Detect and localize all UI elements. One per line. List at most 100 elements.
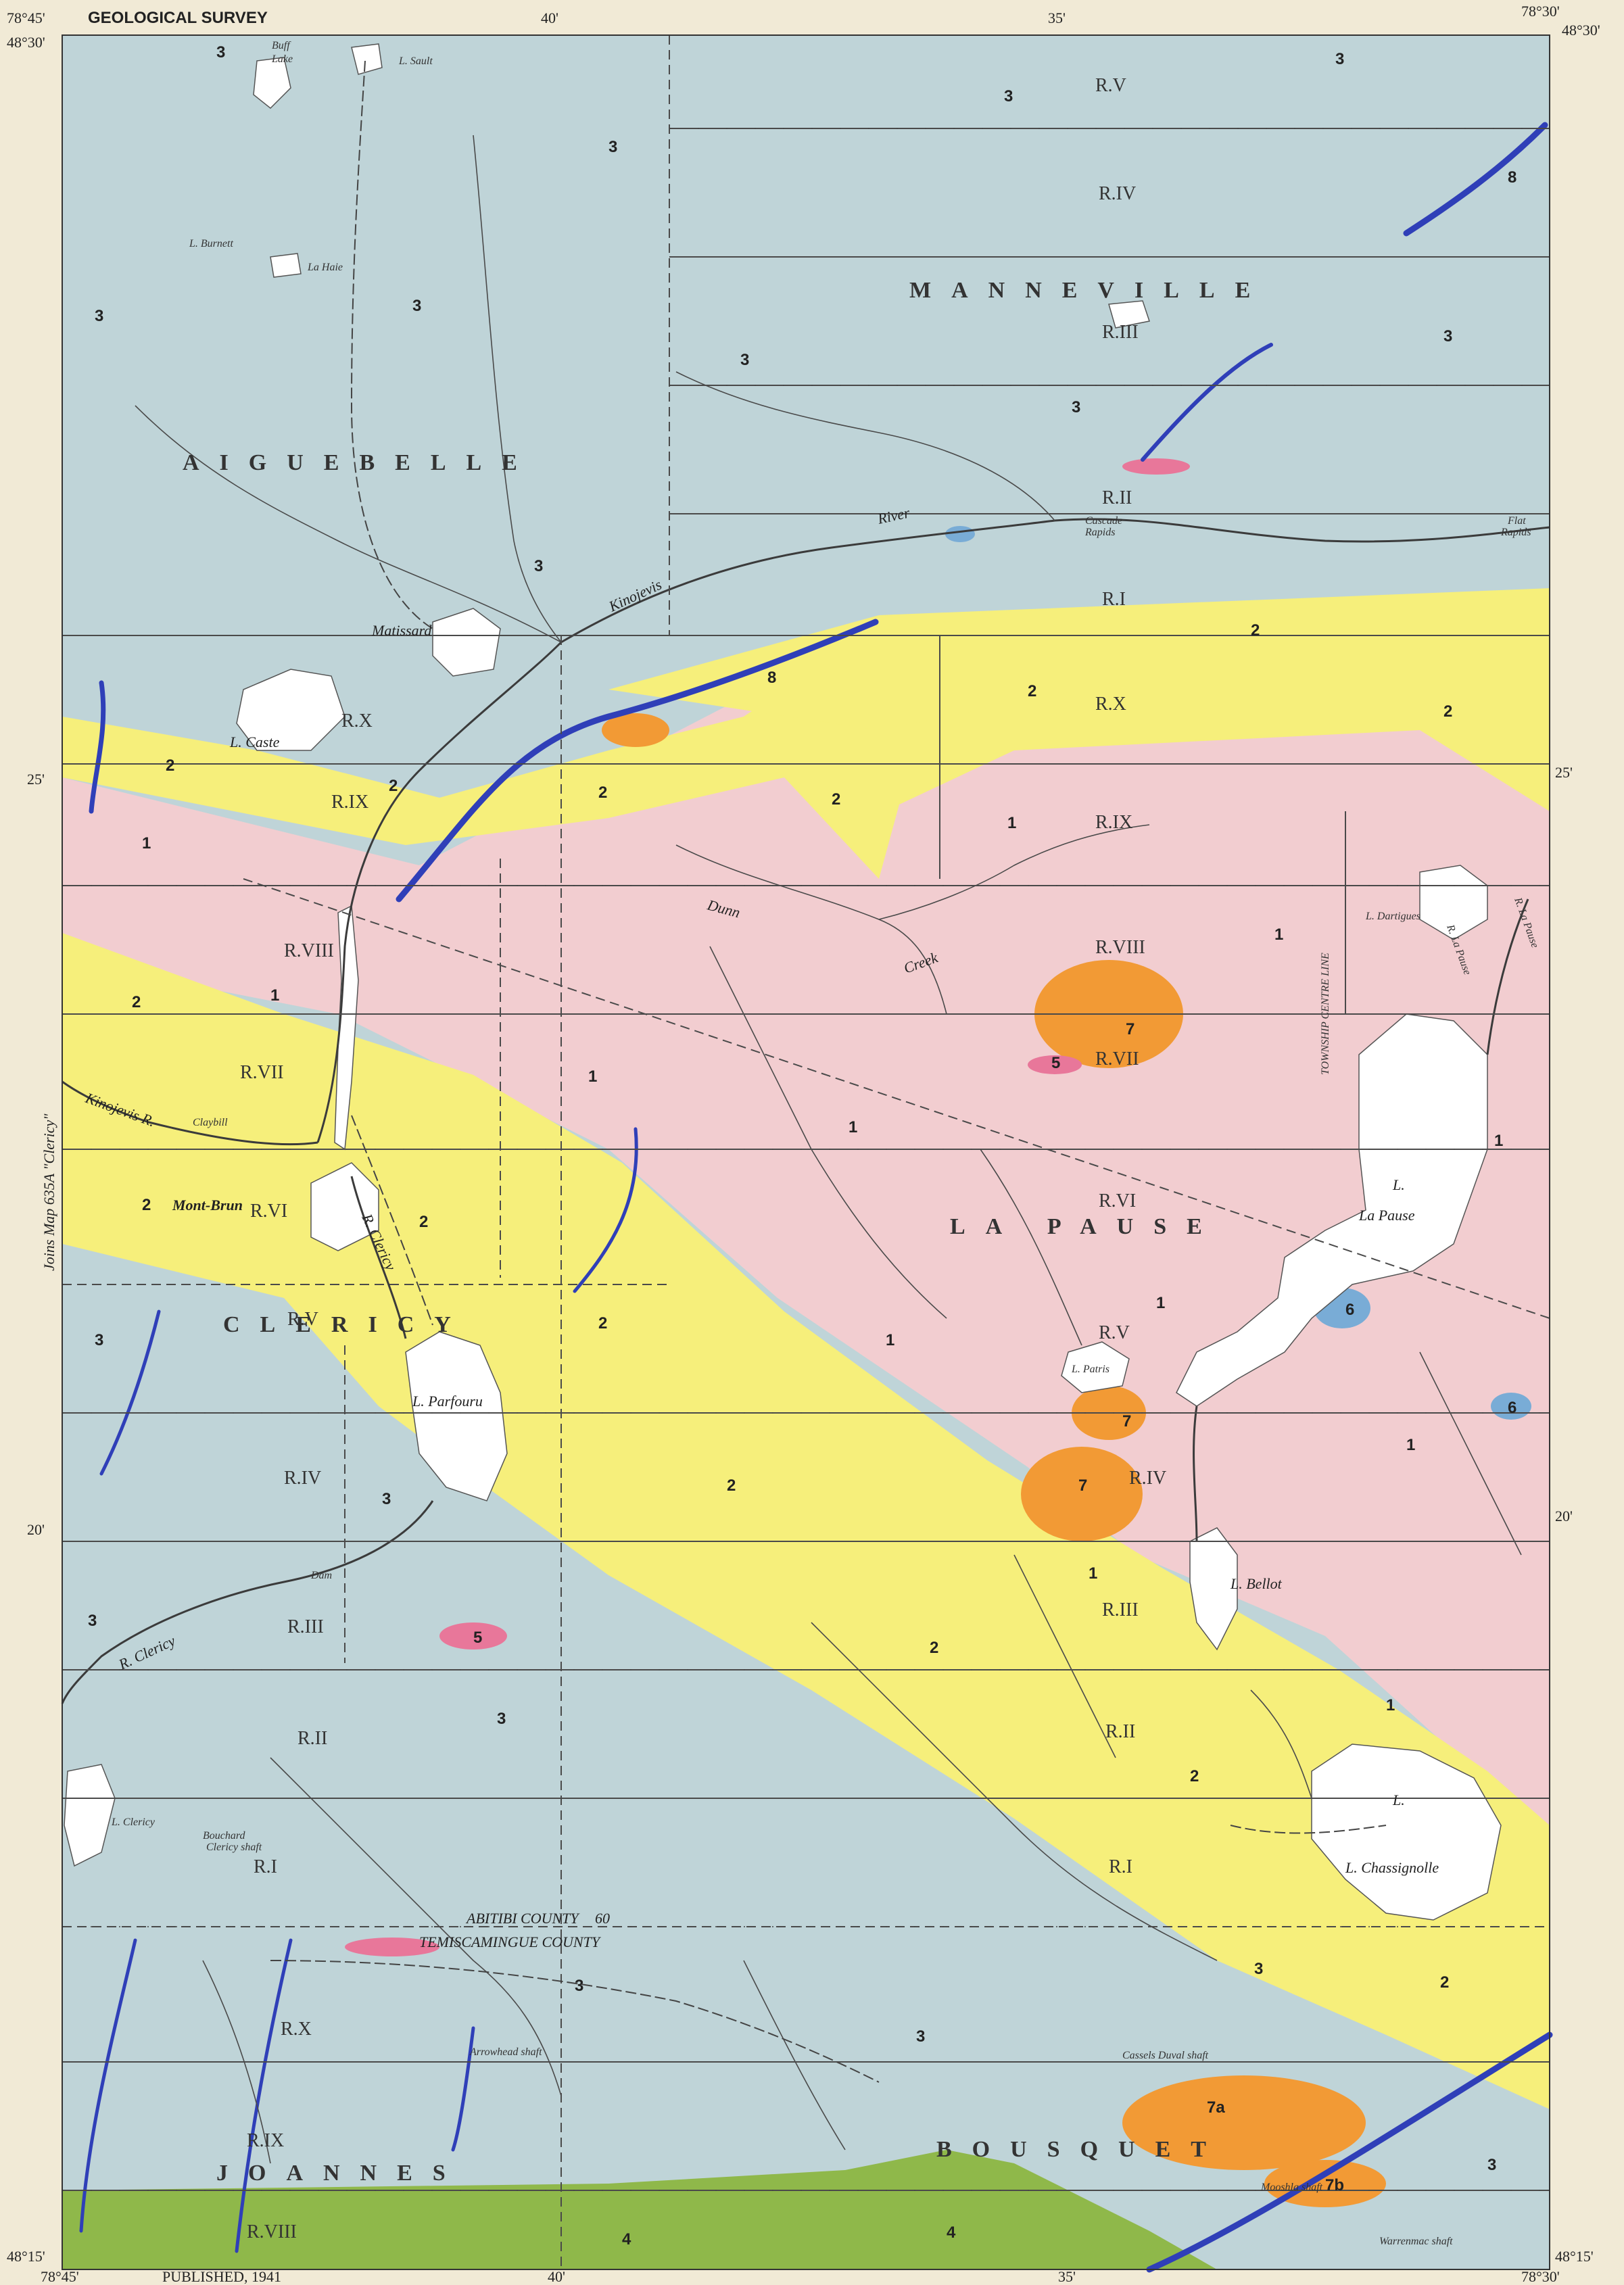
coord-top-35: 35' [1048,9,1066,26]
place-rapids: Rapids [1084,527,1115,538]
coord-left-25: 25' [27,771,45,788]
place-flat: Flat [1507,515,1526,527]
range-riii-top: R.III [1102,322,1139,343]
coord-top-left-lat: 48°30' [7,34,45,51]
unit-label: 5 [473,1629,482,1647]
coord-bottom-35: 35' [1058,2268,1076,2285]
coord-top-right-lat: 48°30' [1562,22,1600,39]
unit-label: 3 [1254,1960,1263,1978]
unit-label: 1 [1406,1436,1415,1454]
range-rx-left: R.X [341,711,373,731]
unit-5-b [439,1622,507,1650]
place-mooshla: Mooshla shaft [1260,2182,1323,2193]
lake-burnett [270,253,302,278]
place-clericy-shaft: Clericy shaft [206,1842,262,1853]
unit-label: 2 [166,756,174,775]
footer-published: PUBLISHED, 1941 [162,2268,281,2285]
lake-patris [1061,1341,1130,1393]
unit-label: 1 [1156,1294,1165,1312]
unit-8-dyke-se [1146,2031,1553,2273]
river-kinojevis-west [62,1080,318,1146]
unit-label: 1 [588,1067,597,1086]
lake-parfouru [405,1331,508,1501]
place-township-centre: TOWNSHIP CENTRE LINE [1320,953,1331,1075]
unit-4-green [62,2150,1217,2269]
township-bousquet: BOUSQUET [936,2137,1226,2162]
coord-left-20: 20' [27,1521,45,1538]
lake-label-matissard: Matissard [371,622,432,639]
unit-label: 8 [1508,168,1516,187]
county-temiscamingue: TEMISCAMINGUE COUNTY [419,1933,602,1950]
unit-7-riv [1021,1447,1143,1541]
unit-label: 2 [1443,702,1452,721]
range-ri-right: R.I [1109,1856,1132,1877]
lake-bellot [1189,1527,1238,1651]
township-manneville: MANNEVILLE [909,278,1270,303]
unit-label: 2 [727,1476,736,1495]
unit-5-a [1122,458,1190,475]
unit-label: 2 [1251,621,1260,640]
unit-label: 2 [132,993,141,1011]
river-kinojevis-south [316,641,563,1143]
coord-bottom-right-lat: 48°15' [1555,2248,1594,2265]
range-rv-right: R.V [1099,1322,1130,1343]
unit-8-dyke-clericy [99,1309,161,1476]
header-title: GEOLOGICAL SURVEY [88,9,268,27]
coord-top-40: 40' [541,9,558,26]
range-rii-right: R.II [1105,1721,1135,1742]
coord-bottom-left-lon: 78°45' [41,2268,79,2285]
range-riv-left: R.IV [284,1468,321,1489]
river-la-pause [1486,898,1529,1055]
lake-label-chassignolle: L. Chassignolle [1345,1859,1439,1876]
township-aiguebelle: AIGUEBELLE [183,450,538,475]
side-note: Joins Map 635A "Clericy" [41,1113,57,1271]
unit-7-caste [602,713,669,747]
unit-7-bousquet [1122,2075,1366,2170]
unit-label: 3 [575,1977,583,1995]
unit-8-dyke-west [89,680,106,814]
coord-right-20: 20' [1555,1508,1573,1524]
range-rv-left: R.V [287,1309,318,1330]
map-border [62,34,1550,2270]
place-arrowhead: Arrowhead shaft [469,2046,542,2058]
lake-label-bellot: L. Bellot [1230,1575,1283,1592]
range-rvii-right: R.VII [1095,1049,1139,1069]
unit-label: 6 [1345,1301,1354,1319]
unit-8-dyke-ne [1403,122,1548,237]
unit-label: 3 [534,557,543,575]
unit-8-dyke-sw2 [235,1938,293,2253]
unit-label: 1 [270,986,279,1005]
lake-label-parfouru: L. Parfouru [412,1393,483,1410]
unit-2-south-band [62,933,1550,2109]
unit-8-dyke-mann [1141,343,1273,462]
lake-label-buff: Buff [272,40,291,51]
unit-label: 5 [1051,1054,1060,1072]
range-rii-left: R.II [297,1728,327,1749]
unit-label: 2 [142,1196,151,1214]
lake-label-dartigues: L. Dartigues [1365,911,1420,922]
unit-label: 3 [740,351,749,369]
lake-label-la-haie: La Haie [307,262,343,273]
unit-label: 1 [1007,814,1016,832]
place-cassels: Cassels Duval shaft [1122,2050,1209,2061]
unit-8-dyke-parfouru [573,1127,638,1293]
unit-label: 2 [1190,1767,1199,1785]
range-rx-bottom: R.X [281,2019,312,2040]
unit-label: 3 [1335,50,1344,68]
unit-label: 1 [849,1118,857,1136]
unit-label: 3 [916,2027,925,2046]
unit-label: 1 [1274,925,1283,944]
coord-right-25: 25' [1555,764,1573,781]
coord-bottom-40: 40' [548,2268,565,2285]
coord-bottom-right-lon: 78°30' [1521,2268,1560,2285]
place-warrenmac: Warrenmac shaft [1379,2236,1453,2247]
unit-label: 3 [95,307,103,325]
range-rii-top: R.II [1102,487,1132,508]
unit-label: 3 [88,1612,97,1630]
unit-label: 3 [1443,327,1452,345]
lake-label-sault: L. Sault [398,55,433,67]
unit-label: 2 [930,1639,938,1657]
unit-2-top-band [608,588,1550,730]
lake-la-pause [1176,1013,1488,1407]
